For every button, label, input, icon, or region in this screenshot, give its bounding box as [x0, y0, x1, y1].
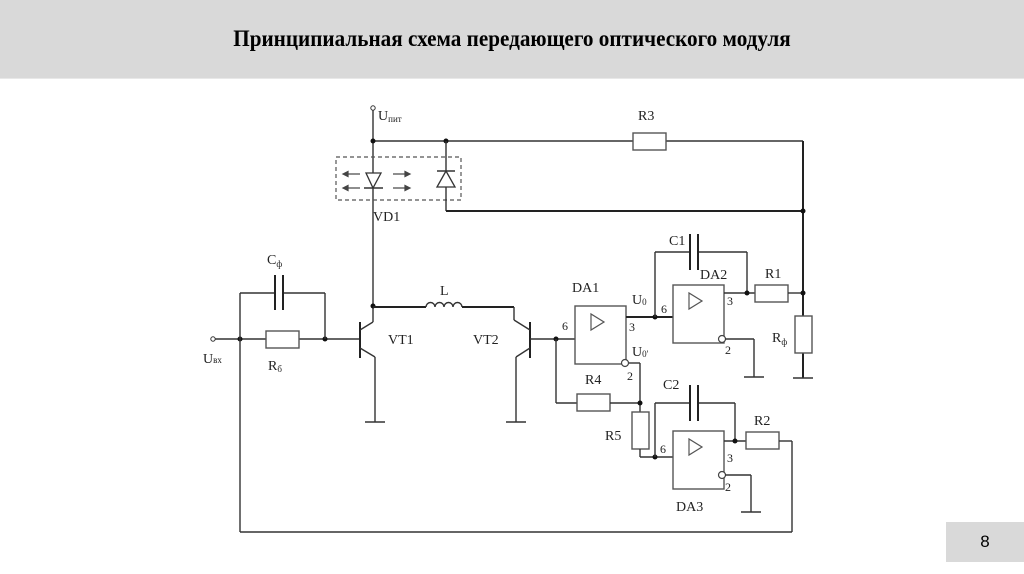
resistor-rf: Rф — [772, 315, 813, 379]
da2-pin-out: 3 — [727, 294, 733, 308]
vt1-label: VT1 — [388, 333, 414, 348]
vd1-label: VD1 — [373, 210, 400, 225]
da2-pin-in: 6 — [661, 302, 667, 316]
da3-pin-in: 6 — [660, 442, 666, 456]
r4-label: R4 — [585, 373, 601, 388]
da3-pin-inv: 2 — [725, 480, 731, 494]
u0p-label: U — [632, 345, 642, 360]
opamp-da1: DA1 6 3 2 U0 U0' — [562, 281, 649, 383]
da1-pin-inv: 2 — [627, 369, 633, 383]
supply-sub: пит — [388, 114, 402, 124]
u0-label: U — [632, 293, 642, 308]
r1-label: R1 — [765, 267, 781, 282]
resistor-r4: R4 — [555, 339, 640, 412]
opamp-da3: DA3 6 3 2 — [660, 430, 761, 515]
da2-pin-inv: 2 — [725, 343, 731, 357]
c2-label: C2 — [663, 378, 679, 393]
c1-label: C1 — [669, 234, 685, 249]
capacitor-c2: C2 — [654, 378, 736, 457]
rb-label: R — [268, 359, 278, 374]
slide-title: Принципиальная схема передающего оптичес… — [233, 26, 791, 51]
input-sub: вх — [213, 355, 222, 365]
light-arrows-icon — [341, 170, 412, 192]
inductor-l: L — [373, 284, 515, 320]
da1-pin-in: 6 — [562, 319, 568, 333]
transistor-vt2: VT2 — [473, 319, 575, 423]
optical-module-vd1: VD1 — [335, 141, 806, 225]
resistor-rb — [265, 330, 300, 349]
resistor-r1: R1 — [754, 267, 806, 303]
u0p-sub: 0' — [642, 349, 649, 359]
resistor-r3: R3 — [632, 109, 667, 151]
svg-text:Rф: Rф — [772, 331, 787, 347]
da3-pin-out: 3 — [727, 451, 733, 465]
resistor-r2: R2 — [240, 414, 793, 533]
l-label: L — [440, 284, 449, 299]
input-section: Uвх Cф Rб — [203, 253, 360, 532]
da2-label: DA2 — [700, 268, 727, 283]
svg-text:U0': U0' — [632, 345, 649, 360]
input-label: U — [203, 352, 213, 367]
r3-label: R3 — [638, 109, 654, 124]
cf-label: C — [267, 253, 276, 268]
svg-text:Uвх: Uвх — [203, 352, 222, 367]
svg-text:U0: U0 — [632, 293, 647, 308]
vt2-label: VT2 — [473, 333, 499, 348]
capacitor-c1: C1 — [654, 234, 748, 317]
photodiode-icon — [435, 169, 457, 188]
opamp-da2: DA2 6 3 2 — [661, 268, 764, 378]
slide-header: Принципиальная схема передающего оптичес… — [0, 0, 1024, 79]
svg-text:Cф: Cф — [267, 253, 282, 269]
da3-label: DA3 — [676, 500, 703, 515]
rb-sub: б — [277, 364, 282, 374]
svg-text:Uпит: Uпит — [378, 109, 402, 124]
rf-label: R — [772, 331, 782, 346]
page-number: 8 — [946, 522, 1024, 562]
resistor-r5: R5 — [605, 411, 673, 460]
supply-label: U — [378, 109, 388, 124]
supply-terminal: Uпит — [370, 105, 402, 305]
led-icon — [364, 172, 383, 190]
da1-pin-out: 3 — [629, 320, 635, 334]
transistor-vt1: VT1 — [359, 303, 414, 423]
rf-sub: ф — [781, 337, 787, 347]
u0-sub: 0 — [642, 297, 647, 307]
svg-text:Rб: Rб — [268, 359, 282, 374]
da1-label: DA1 — [572, 281, 599, 296]
r5-label: R5 — [605, 429, 621, 444]
r2-label: R2 — [754, 414, 770, 429]
cf-sub: ф — [276, 259, 282, 269]
